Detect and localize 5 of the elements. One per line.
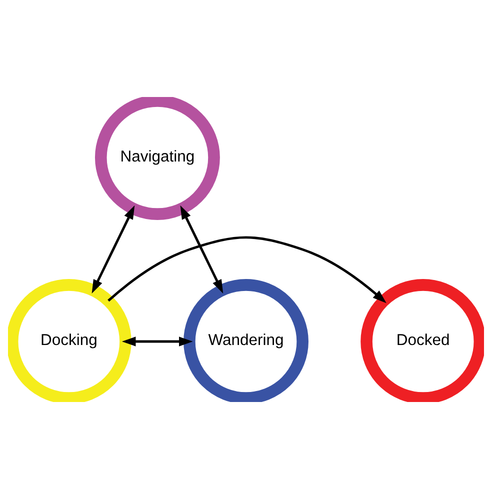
arrow <box>180 205 224 294</box>
node-circle: Docked <box>360 279 484 402</box>
arrow <box>92 205 135 294</box>
arrow <box>108 236 386 304</box>
arrow <box>122 336 193 346</box>
